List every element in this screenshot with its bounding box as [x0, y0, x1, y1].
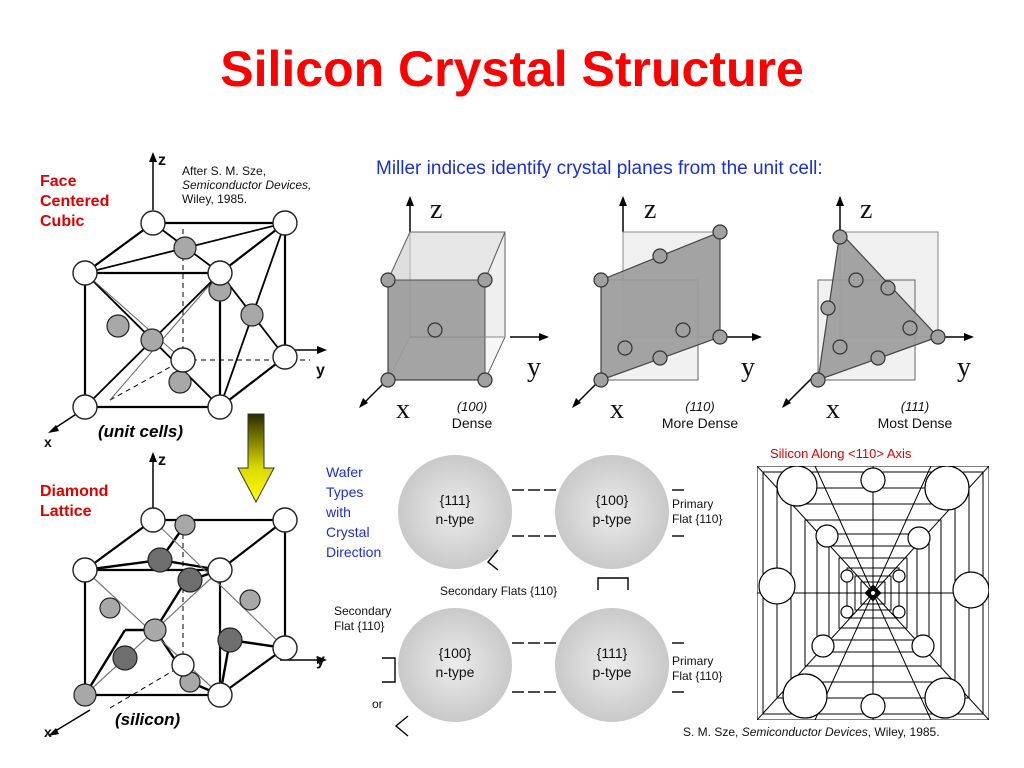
- fcc-axis-y-label: y: [316, 362, 325, 379]
- silicon-axis-citation: S. M. Sze, Semiconductor Devices, Wiley,…: [683, 725, 940, 739]
- silicon-citation-italic: Semiconductor Devices: [741, 725, 868, 739]
- plane-110-density: More Dense: [661, 415, 739, 431]
- secondary-flats-label: Secondary Flats {110}: [440, 584, 558, 598]
- primary-flat-bottom-label: Primary Flat {110}: [672, 654, 723, 683]
- plane-110-diagram: [572, 196, 762, 408]
- citation-line-2: Semiconductor Devices,: [182, 178, 312, 192]
- wafer-100-n-type-label: {100} n-type: [435, 645, 475, 680]
- plane-100-index: (100): [456, 399, 488, 414]
- wafer-100-n-type: {100} n-type: [398, 608, 512, 722]
- plane-111-index: (111): [900, 399, 930, 414]
- wafer-111-p-type: {111} p-type: [555, 608, 669, 722]
- silicon-axis-title: Silicon Along <110> Axis: [770, 446, 912, 461]
- miller-x-label-1: x: [396, 394, 410, 425]
- silicon-citation-suffix: , Wiley, 1985.: [867, 725, 940, 739]
- secondary-flat-left-label: Secondary Flat {110}: [334, 604, 392, 633]
- miller-y-label-1: y: [527, 352, 541, 383]
- citation-line-1: After S. M. Sze,: [182, 164, 267, 178]
- or-label: or: [372, 697, 383, 711]
- diamond-axis-x-label: x: [44, 724, 52, 740]
- fcc-citation: After S. M. Sze, Semiconductor Devices, …: [182, 164, 311, 206]
- miller-x-label-2: x: [610, 394, 624, 425]
- diamond-lattice-diagram: [48, 452, 327, 736]
- miller-y-label-2: y: [741, 352, 755, 383]
- fcc-axis-x-label: x: [44, 434, 52, 450]
- wafer-flat-markers: [382, 489, 684, 737]
- plane-100-diagram: [359, 196, 549, 408]
- miller-y-label-3: y: [957, 352, 971, 383]
- miller-heading: Miller indices identify crystal planes f…: [376, 158, 823, 179]
- slide-title: Silicon Crystal Structure: [220, 41, 804, 97]
- citation-line-3: Wiley, 1985.: [182, 192, 248, 206]
- miller-x-label-3: x: [826, 394, 840, 425]
- miller-z-label-1: z: [430, 194, 443, 225]
- plane-110-caption: (110) More Dense: [645, 398, 755, 431]
- primary-flat-top-label: Primary Flat {110}: [672, 497, 723, 526]
- plane-111-caption: (111) Most Dense: [860, 398, 970, 431]
- diamond-axis-z-label: z: [158, 452, 166, 469]
- plane-100-caption: (100) Dense: [432, 398, 512, 431]
- wafer-100-p-type: {100} p-type: [555, 455, 669, 569]
- diamond-label: Diamond Lattice: [40, 483, 109, 520]
- wafer-111-n-type-label: {111} n-type: [435, 492, 475, 527]
- silicon-caption: (silicon): [115, 710, 181, 729]
- plane-100-density: Dense: [451, 415, 493, 431]
- silicon-citation-prefix: S. M. Sze,: [683, 725, 742, 739]
- down-arrow-icon: [237, 413, 275, 504]
- wafer-111-n-type: {111} n-type: [398, 455, 512, 569]
- miller-z-label-3: z: [860, 194, 873, 225]
- fcc-unit-cell-diagram: [48, 152, 327, 433]
- fcc-label: Face Centered Cubic: [40, 173, 110, 230]
- wafer-100-p-type-label: {100} p-type: [592, 492, 632, 527]
- wafer-111-p-type-label: {111} p-type: [592, 645, 632, 680]
- silicon-110-axis-view: [757, 466, 989, 720]
- wafer-types-label: Wafer Types with Crystal Direction: [326, 464, 382, 560]
- diamond-axis-y-label: y: [316, 652, 325, 669]
- plane-111-diagram: [782, 196, 974, 408]
- fcc-axis-z-label: z: [158, 152, 166, 169]
- plane-111-density: Most Dense: [877, 415, 953, 431]
- plane-110-index: (110): [685, 399, 715, 414]
- miller-z-label-2: z: [644, 194, 657, 225]
- unit-cells-caption: (unit cells): [98, 422, 184, 441]
